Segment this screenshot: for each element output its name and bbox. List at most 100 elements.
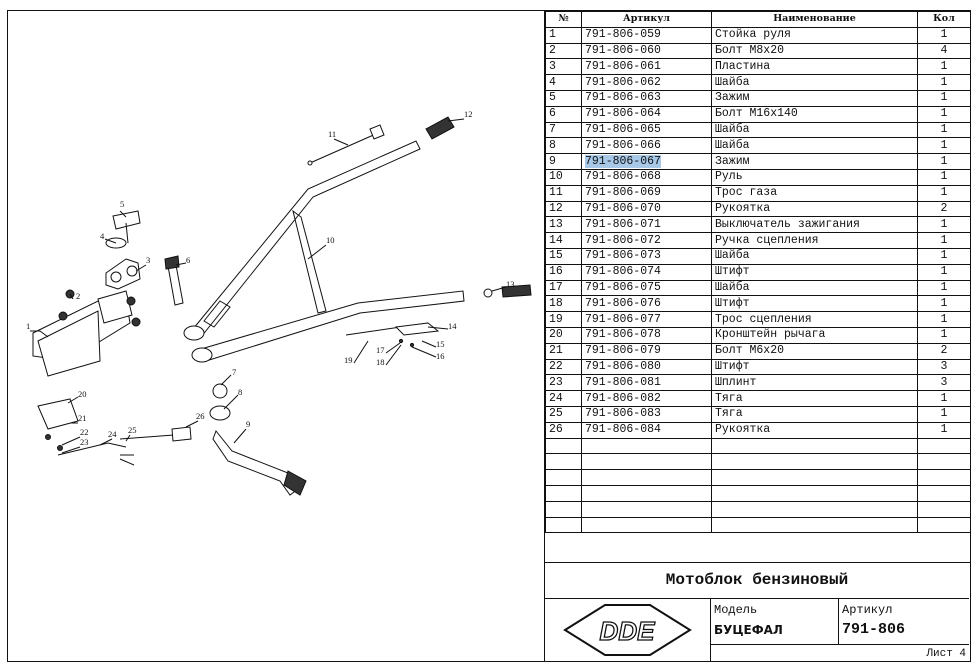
- table-row-empty: [545, 516, 971, 534]
- callout-21: 21: [78, 413, 87, 423]
- empty-cell: [581, 469, 712, 486]
- cell-article: 791-806-077: [581, 311, 712, 328]
- cell-name: Трос сцепления: [711, 311, 918, 328]
- cell-number: 12: [545, 200, 582, 218]
- cell-number: 18: [545, 295, 582, 313]
- empty-cell: [545, 516, 582, 534]
- cell-article: 791-806-081: [581, 374, 712, 392]
- clutch-lever: [345, 322, 440, 348]
- cell-number: 10: [545, 168, 582, 186]
- cell-article: 791-806-076: [581, 295, 712, 313]
- callout-15: 15: [436, 339, 445, 349]
- cell-name: Шплинт: [711, 374, 918, 392]
- table-header-row: № Артикул Наименование Кол: [545, 11, 971, 28]
- title-block: Мотоблок бензиновый DDE Модель БУЦЕФАЛ А…: [544, 562, 970, 661]
- article-value: 791-806: [842, 621, 906, 638]
- callout-16: 16: [436, 351, 445, 361]
- cell-article: 791-806-079: [581, 342, 712, 360]
- cell-article: 791-806-075: [581, 279, 712, 297]
- cell-article: 791-806-080: [581, 358, 712, 376]
- cell-number: 2: [545, 42, 582, 60]
- callout-13: 13: [506, 279, 515, 289]
- cell-number: 6: [545, 105, 582, 123]
- empty-cell: [917, 500, 971, 518]
- cell-name: Кронштейн рычага: [711, 326, 918, 344]
- model-cell: Модель БУЦЕФАЛ: [711, 599, 839, 645]
- callout-25: 25: [128, 425, 137, 435]
- cell-qty: 1: [917, 184, 971, 202]
- cell-number: 22: [545, 358, 582, 376]
- cell-number: 13: [545, 216, 582, 234]
- cell-article: 791-806-064: [581, 105, 712, 123]
- cell-name: Болт М6х20: [711, 342, 918, 360]
- cell-name: Штифт: [711, 263, 918, 281]
- empty-cell: [581, 500, 712, 518]
- empty-cell: [581, 437, 712, 455]
- cell-article: 791-806-059: [581, 26, 712, 44]
- callout-17: 17: [376, 345, 385, 355]
- empty-cell: [581, 453, 712, 471]
- table-row-empty: [545, 469, 971, 486]
- cell-qty: 1: [917, 247, 971, 265]
- callout-5: 5: [120, 199, 124, 209]
- empty-cell: [545, 453, 582, 471]
- col-header-qty: Кол: [917, 11, 971, 28]
- cell-number: 8: [545, 137, 582, 155]
- cell-article: 791-806-061: [581, 58, 712, 76]
- cell-qty: 1: [917, 232, 971, 249]
- empty-cell: [545, 484, 582, 502]
- cell-article: 791-806-072: [581, 232, 712, 249]
- cell-number: 17: [545, 279, 582, 297]
- callout-3: 3: [146, 255, 150, 265]
- cell-name: Трос газа: [711, 184, 918, 202]
- cell-qty: 1: [917, 295, 971, 313]
- callout-9: 9: [246, 419, 250, 429]
- cell-qty: 1: [917, 121, 971, 139]
- empty-cell: [545, 437, 582, 455]
- cell-qty: 1: [917, 390, 971, 407]
- sheet-number: Лист 4: [926, 648, 966, 660]
- leader-lines: [30, 118, 507, 466]
- callout-8: 8: [238, 387, 242, 397]
- empty-cell: [917, 437, 971, 455]
- brand-logo: DDE: [545, 599, 711, 661]
- cell-article: 791-806-073: [581, 247, 712, 265]
- cell-name: Зажим: [711, 153, 918, 170]
- callout-1: 1: [26, 321, 30, 331]
- cell-name: Шайба: [711, 121, 918, 139]
- cell-number: 15: [545, 247, 582, 265]
- cell-qty: 1: [917, 405, 971, 423]
- cell-name: Штифт: [711, 295, 918, 313]
- cell-number: 3: [545, 58, 582, 76]
- cell-article: 791-806-083: [581, 405, 712, 423]
- cell-name: Шайба: [711, 279, 918, 297]
- cell-number: 25: [545, 405, 582, 423]
- cell-number: 7: [545, 121, 582, 139]
- cell-article: 791-806-063: [581, 89, 712, 107]
- cell-article: 791-806-071: [581, 216, 712, 234]
- table-row-empty: [545, 453, 971, 471]
- cell-name: Штифт: [711, 358, 918, 376]
- cell-name: Руль: [711, 168, 918, 186]
- cell-qty: 3: [917, 358, 971, 376]
- cell-article: 791-806-067: [581, 153, 712, 170]
- cell-name: Рукоятка: [711, 421, 918, 439]
- cell-qty: 1: [917, 26, 971, 44]
- empty-cell: [581, 484, 712, 502]
- cell-qty: 1: [917, 279, 971, 297]
- cell-article: 791-806-074: [581, 263, 712, 281]
- cell-number: 23: [545, 374, 582, 392]
